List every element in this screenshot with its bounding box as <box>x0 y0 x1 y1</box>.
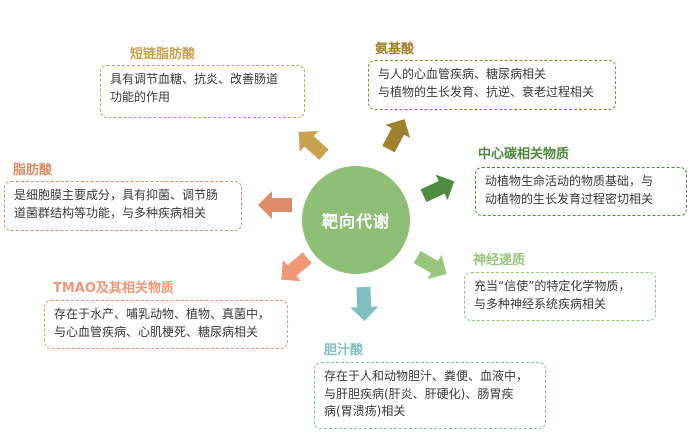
neuro-arrow <box>413 250 447 280</box>
neuro-line-1: 充当“信使”的特定化学物质， <box>474 279 631 293</box>
fatty-arrow <box>258 191 292 219</box>
amino-line-2: 与植物的生长发育、抗逆、衰老过程相关 <box>378 84 595 99</box>
carbon-line-2: 动植物的生长发育过程密切相关 <box>485 191 654 206</box>
bile-line-3: 病(胃溃疡)相关 <box>324 404 406 418</box>
bile-box: 存在于人和动物胆汁、粪便、血液中， 与肝胆疾病(肝炎、肝硬化)、肠胃疾 病(胃溃… <box>314 362 546 429</box>
bile-line-1: 存在于人和动物胆汁、粪便、血液中， <box>324 369 529 383</box>
carbon-box: 动植物生命活动的物质基础，与 动植物的生长发育过程密切相关 <box>475 167 687 216</box>
carbon-arrow <box>420 174 455 203</box>
center-circle: 靶向代谢 <box>302 166 410 274</box>
tmao-title: TMAO及其相关物质 <box>53 281 174 296</box>
bile-arrow <box>350 286 379 321</box>
tmao-line-2: 与心血管疾病、心肌梗死、糖尿病相关 <box>54 324 259 339</box>
fatty-title: 脂肪酸 <box>13 163 53 178</box>
scfa-line-1: 具有调节血糖、抗炎、改善肠道 <box>110 72 279 86</box>
amino-title: 氨基酸 <box>375 42 415 57</box>
tmao-line-1: 存在于水产、哺乳动物、植物、真菌中， <box>54 307 271 321</box>
scfa-line-2: 功能的作用 <box>110 89 171 104</box>
scfa-title: 短链脂肪酸 <box>130 47 196 62</box>
bile-title: 胆汁酸 <box>324 343 364 358</box>
amino-arrow <box>382 119 411 153</box>
neuro-line-2: 与多种神经系统疾病相关 <box>474 296 607 311</box>
tmao-box: 存在于水产、哺乳动物、植物、真菌中， 与心血管疾病、心肌梗死、糖尿病相关 <box>44 300 288 349</box>
tmao-arrow <box>281 252 312 282</box>
fatty-line-1: 是细胞膜主要成分，具有抑菌、调节肠 <box>14 188 219 202</box>
carbon-line-1: 动植物生命活动的物质基础，与 <box>485 174 654 188</box>
fatty-box: 是细胞膜主要成分，具有抑菌、调节肠 道菌群结构等功能，与多种疾病相关 <box>4 181 242 231</box>
carbon-title: 中心碳相关物质 <box>478 147 570 162</box>
scfa-arrow <box>298 130 329 160</box>
scfa-box: 具有调节血糖、抗炎、改善肠道 功能的作用 <box>100 65 305 118</box>
center-label: 靶向代谢 <box>321 212 390 231</box>
fatty-line-2: 道菌群结构等功能，与多种疾病相关 <box>14 205 207 220</box>
amino-line-1: 与人的心血管疾病、糖尿病相关 <box>378 67 547 81</box>
bile-line-2: 与肝胆疾病(肝炎、肝硬化)、肠胃疾 <box>324 386 514 401</box>
neuro-title: 神经递质 <box>473 253 526 268</box>
amino-box: 与人的心血管疾病、糖尿病相关 与植物的生长发育、抗逆、衰老过程相关 <box>368 60 616 110</box>
neuro-box: 充当“信使”的特定化学物质， 与多种神经系统疾病相关 <box>464 272 656 321</box>
